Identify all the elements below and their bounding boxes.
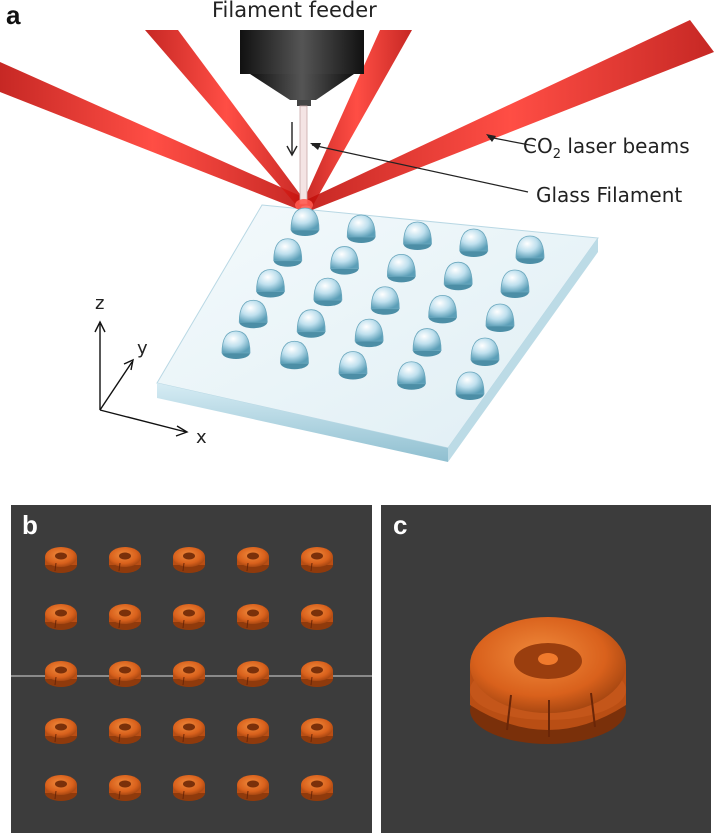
- ring-object: [109, 604, 141, 630]
- glass-drop: [238, 299, 268, 323]
- glass-drop: [455, 371, 485, 395]
- glass-drop: [485, 303, 515, 327]
- glass-drop: [412, 328, 442, 351]
- ring-object: [173, 547, 205, 573]
- nozzle-cone: [250, 74, 354, 100]
- glass-drop: [313, 277, 343, 301]
- glass-drop: [397, 361, 426, 385]
- ring-object: [45, 718, 77, 744]
- glass-drop: [354, 318, 384, 342]
- glass-filament: [299, 105, 308, 205]
- ring-object: [45, 661, 77, 687]
- ring-object: [237, 661, 269, 687]
- glass-drop: [428, 294, 458, 318]
- laser-beam-center-left: [145, 30, 308, 207]
- glass-slab-edge-front: [157, 383, 448, 462]
- ring-object: [173, 604, 205, 630]
- glass-drop: [515, 235, 545, 259]
- laser-beam-left: [0, 62, 305, 210]
- ring-object: [237, 718, 269, 744]
- glass-slab-edge-right: [448, 238, 598, 462]
- glass-drop: [221, 330, 251, 354]
- panel-a-illustration: [0, 20, 714, 462]
- ring-object: [173, 775, 205, 801]
- laser-beam-center-right: [302, 30, 412, 207]
- laser-beam-right: [306, 20, 714, 210]
- glass-drop: [500, 269, 530, 293]
- y-axis-label: y: [137, 338, 148, 359]
- ring-array-svg: [45, 547, 333, 801]
- glass-drop: [330, 246, 359, 269]
- panel-c-letter: c: [393, 510, 408, 540]
- panel-c: [381, 505, 711, 833]
- x-axis-label: x: [196, 427, 207, 448]
- ring-object: [45, 775, 77, 801]
- filament-leader-line: [311, 144, 529, 193]
- glass-drop: [290, 207, 320, 231]
- ring-object: [109, 661, 141, 687]
- single-ring-render: [470, 617, 626, 744]
- laser-leader-line: [487, 136, 536, 147]
- ring-object: [237, 775, 269, 801]
- glass-drop: [280, 340, 309, 364]
- glass-drop: [256, 269, 285, 292]
- panel-a-letter: a: [6, 0, 21, 30]
- ring-object: [301, 775, 333, 801]
- laser-label-rest: laser beams: [561, 134, 690, 158]
- ring-object: [173, 718, 205, 744]
- y-axis: [99, 361, 133, 411]
- ring-object: [45, 547, 77, 573]
- glass-drop: [459, 228, 489, 252]
- glass-filament-label: Glass Filament: [536, 183, 683, 207]
- ring-object: [173, 661, 205, 687]
- glass-drop: [470, 337, 500, 361]
- laser-label-subscript: 2: [552, 147, 561, 162]
- ring-object: [237, 547, 269, 573]
- glass-drop: [386, 253, 416, 277]
- ring-object: [109, 547, 141, 573]
- glass-drop: [273, 238, 303, 262]
- ring-object: [301, 661, 333, 687]
- ring-object: [237, 604, 269, 630]
- filament-feeder-nozzle: [240, 30, 364, 74]
- ring-object: [301, 604, 333, 630]
- glass-drop: [346, 214, 376, 238]
- laser-label-co: CO: [523, 134, 553, 158]
- ring-object: [109, 775, 141, 801]
- glass-drop: [370, 286, 400, 310]
- panel-b: [11, 505, 372, 833]
- ring-object: [301, 547, 333, 573]
- printed-glass-drops: [221, 207, 545, 400]
- glass-drop: [403, 221, 432, 245]
- ring-object: [45, 604, 77, 630]
- ring-object: [301, 718, 333, 744]
- glass-drop: [443, 261, 473, 285]
- filament-feeder-label: Filament feeder: [212, 0, 377, 22]
- glass-drop: [296, 309, 326, 333]
- z-axis-label: z: [95, 293, 105, 314]
- panel-b-letter: b: [22, 510, 38, 540]
- glass-drop: [338, 351, 368, 374]
- ring-object: [109, 718, 141, 744]
- laser-beams-label: CO2 laser beams: [523, 134, 690, 162]
- x-axis: [99, 409, 187, 433]
